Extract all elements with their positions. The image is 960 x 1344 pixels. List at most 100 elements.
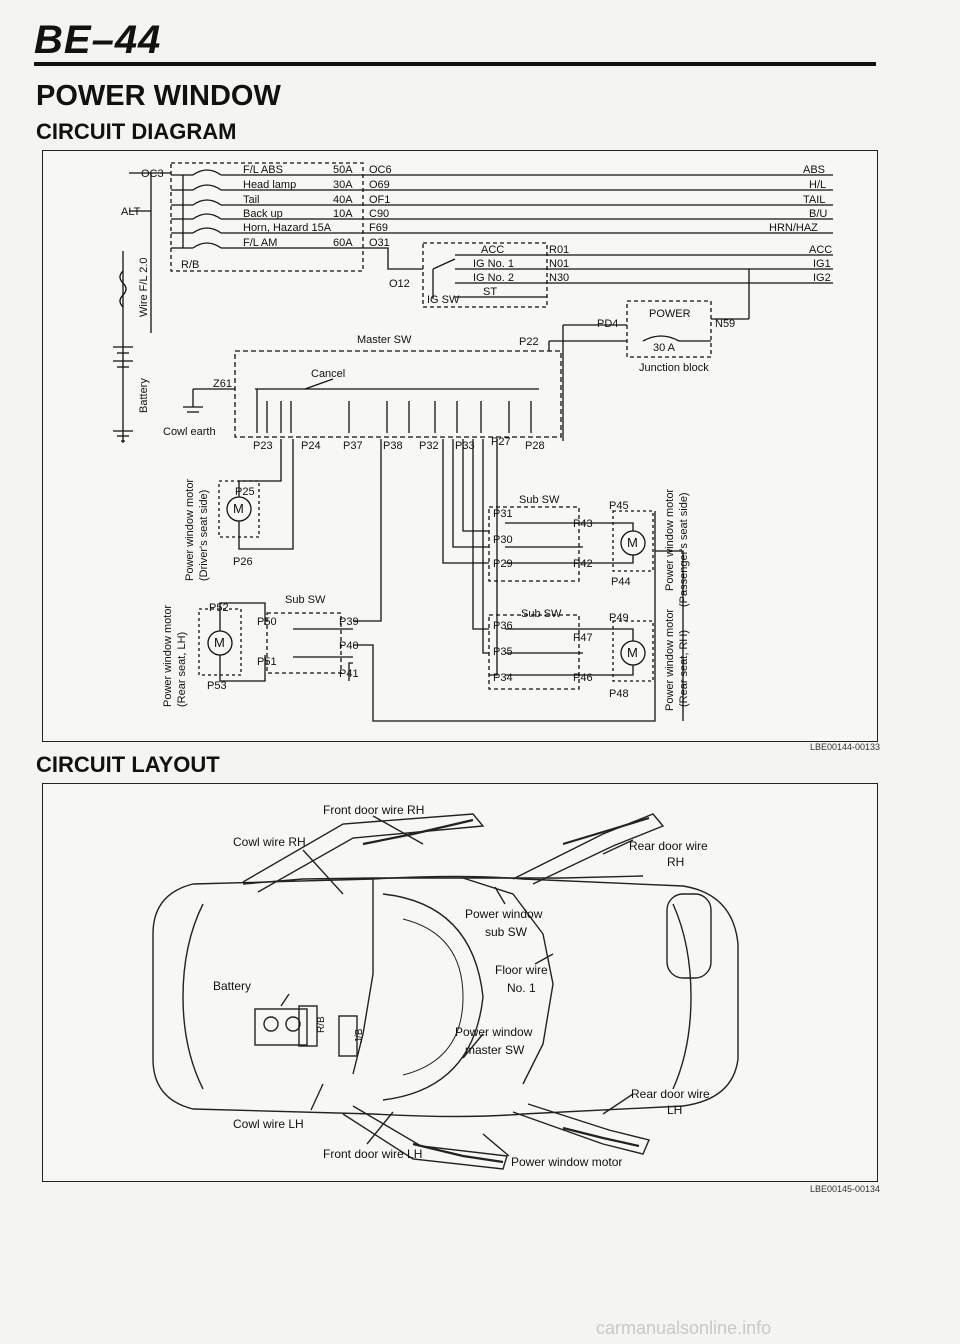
rl-subsw-label: Sub SW [285,594,326,606]
section-heading-circuit-layout: CIRCUIT LAYOUT [36,752,220,777]
battery-layout-label: Battery [213,979,251,993]
pin-p44: P44 [611,576,631,588]
cowl-earth-label: Cowl earth [163,426,216,438]
p22-label: P22 [519,336,539,348]
pin-p38: P38 [383,440,403,452]
power-relay-label: POWER [649,308,691,320]
o12-label: O12 [389,278,410,290]
floor-wire-label-1: Floor wire [495,963,548,977]
oc3-label: OC3 [141,168,164,180]
driver-motor-m: M [233,501,244,516]
fuse-amp-1: 50A [333,164,353,176]
amp30-label: 30 A [653,342,676,354]
fuse-amp-4: 10A [333,208,353,220]
pin-p26: P26 [233,556,253,568]
cowl-wire-rh-label: Cowl wire RH [233,835,306,849]
fuse-conn-6: O31 [369,237,390,249]
fuse-conn-4: C90 [369,208,389,220]
driver-motor-label-2: (Driver's seat side) [198,490,210,581]
fuse-out-5: HRN/HAZ [769,222,818,234]
pin-p48: P48 [609,688,629,700]
section-heading-circuit-diagram: CIRCUIT DIAGRAM [36,119,237,144]
pin-p49: P49 [609,612,629,624]
fuse-name-3: Tail [243,194,260,206]
rr-motor-m: M [627,645,638,660]
pin-p50: P50 [257,616,277,628]
pin-p32: P32 [419,440,439,452]
alt-label: ALT [121,206,141,218]
fuse-conn-5: F69 [369,222,388,234]
fuse-out-3: TAIL [803,194,825,206]
master-sw-label: Master SW [357,334,412,346]
vehicle-layout: Front door wire RH Cowl wire RH Rear doo… [152,803,739,1170]
jb-layout-label: J/B [354,1028,365,1043]
rear-door-lh-label-1: Rear door wire [631,1087,710,1101]
figure-ref-1: LBE00144-00133 [810,742,881,752]
ig-2-label: IG No. 2 [473,272,514,284]
pin-p23: P23 [253,440,273,452]
pin-p40: P40 [339,640,359,652]
fuse-conn-1: OC6 [369,164,392,176]
rl-motor-m: M [214,635,225,650]
junction-block-label: Junction block [639,362,709,374]
circuit-diagram-panel: OC3 ALT R/B F/L ABS 50A OC6 ABS Head lam… [42,150,878,742]
pin-p24: P24 [301,440,321,452]
fuse-amp-6: 60A [333,237,353,249]
page-code: BE–44 [34,18,162,62]
pass-motor-label-1: Power window motor [664,489,676,591]
pin-p45: P45 [609,500,629,512]
z61-label: Z61 [213,378,232,390]
rear-door-rh-label-2: RH [667,855,684,869]
motor-layout-label: Power window motor [511,1155,622,1169]
pd4-label: PD4 [597,318,618,330]
pin-p29: P29 [493,558,513,570]
fuse-amp-3: 40A [333,194,353,206]
pass-motor-m: M [627,535,638,550]
fuse-out-1: ABS [803,164,825,176]
pin-p28: P28 [525,440,545,452]
rr-motor-label-1: Power window motor [664,609,676,711]
rb-label: R/B [181,259,199,271]
pin-p39: P39 [339,616,359,628]
pin-p35: P35 [493,646,513,658]
pin-p34: P34 [493,672,513,684]
wire-fl-label: Wire F/L 2.0 [138,258,150,318]
fuse-conn-2: O69 [369,179,390,191]
fuse-name-1: F/L ABS [243,164,283,176]
pin-p43: P43 [573,518,593,530]
ig-st-label: ST [483,286,497,298]
sub-sw-label-1: Power window [465,907,543,921]
front-door-rh-label: Front door wire RH [323,803,424,817]
ig-acc-out: ACC [809,244,832,256]
ig-sw-label: IG SW [427,294,460,306]
pin-p25: P25 [235,486,255,498]
rear-door-rh-label-1: Rear door wire [629,839,708,853]
pin-p53: P53 [207,680,227,692]
ig-2-out: IG2 [813,272,831,284]
fuse-name-5: Horn, Hazard 15A [243,222,332,234]
rr-subsw-label: Sub SW [521,608,562,620]
fuse-name-6: F/L AM [243,237,277,249]
header-rule [34,62,876,66]
master-sw-layout-label-1: Power window [455,1025,533,1039]
pin-p37: P37 [343,440,363,452]
rl-motor-label-1: Power window motor [162,605,174,707]
cowl-wire-lh-label: Cowl wire LH [233,1117,304,1131]
watermark: carmanualsonline.info [596,1318,772,1338]
pin-p51: P51 [257,656,277,668]
ig-2-conn: N30 [549,272,569,284]
pass-subsw-label: Sub SW [519,494,560,506]
fuse-conn-3: OF1 [369,194,390,206]
pin-p46: P46 [573,672,593,684]
fuse-name-2: Head lamp [243,179,296,191]
circuit-diagram: OC3 ALT R/B F/L ABS 50A OC6 ABS Head lam… [113,162,833,722]
pin-p31: P31 [493,508,513,520]
n59-label: N59 [715,318,735,330]
pin-p36: P36 [493,620,513,632]
rl-motor-label-2: (Rear seat, LH) [176,632,188,707]
page-title: POWER WINDOW [36,80,281,112]
battery-label: Battery [138,378,150,413]
ig-1-out: IG1 [813,258,831,270]
floor-wire-label-2: No. 1 [507,981,536,995]
fuse-name-4: Back up [243,208,283,220]
